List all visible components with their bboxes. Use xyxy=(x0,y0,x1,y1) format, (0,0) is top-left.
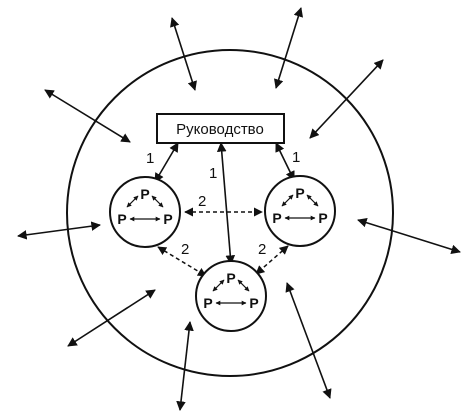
member-right: P xyxy=(249,295,258,311)
link-label-left: 1 xyxy=(146,150,154,167)
member-left: P xyxy=(203,295,212,311)
link-label-right: 1 xyxy=(292,149,300,166)
dashed-label-right-bottom: 2 xyxy=(258,241,266,258)
group-right: P P P xyxy=(264,175,336,247)
env-arrow xyxy=(17,221,101,240)
env-arrow xyxy=(44,89,131,143)
env-arrow xyxy=(285,282,332,399)
dashed-label-left-bottom: 2 xyxy=(181,241,189,258)
env-arrow xyxy=(176,321,194,411)
env-arrow xyxy=(357,218,461,254)
member-top: P xyxy=(295,185,304,201)
member-right: P xyxy=(318,210,327,226)
link-label-center: 1 xyxy=(209,165,217,182)
env-arrow xyxy=(67,289,156,347)
env-arrow xyxy=(170,17,197,91)
organization-boundary xyxy=(66,49,394,377)
link-leadership-center xyxy=(216,142,236,265)
member-top: P xyxy=(226,270,235,286)
link-leadership-right xyxy=(275,142,295,181)
member-top: P xyxy=(140,186,149,202)
link-leadership-left xyxy=(154,142,179,183)
member-left: P xyxy=(272,210,281,226)
member-right: P xyxy=(163,211,172,227)
environment-arrows xyxy=(17,7,461,411)
leadership-box xyxy=(156,113,285,144)
group-bottom: P P P xyxy=(195,260,267,332)
env-arrow xyxy=(273,7,304,89)
member-left: P xyxy=(117,211,126,227)
leadership-label: Руководство xyxy=(176,121,264,138)
dashed-link-right-bottom xyxy=(255,245,289,275)
group-left: P P P xyxy=(109,176,181,248)
dashed-label-left-right: 2 xyxy=(198,193,206,210)
dashed-link-left-bottom xyxy=(157,246,207,277)
env-arrow xyxy=(309,59,384,139)
